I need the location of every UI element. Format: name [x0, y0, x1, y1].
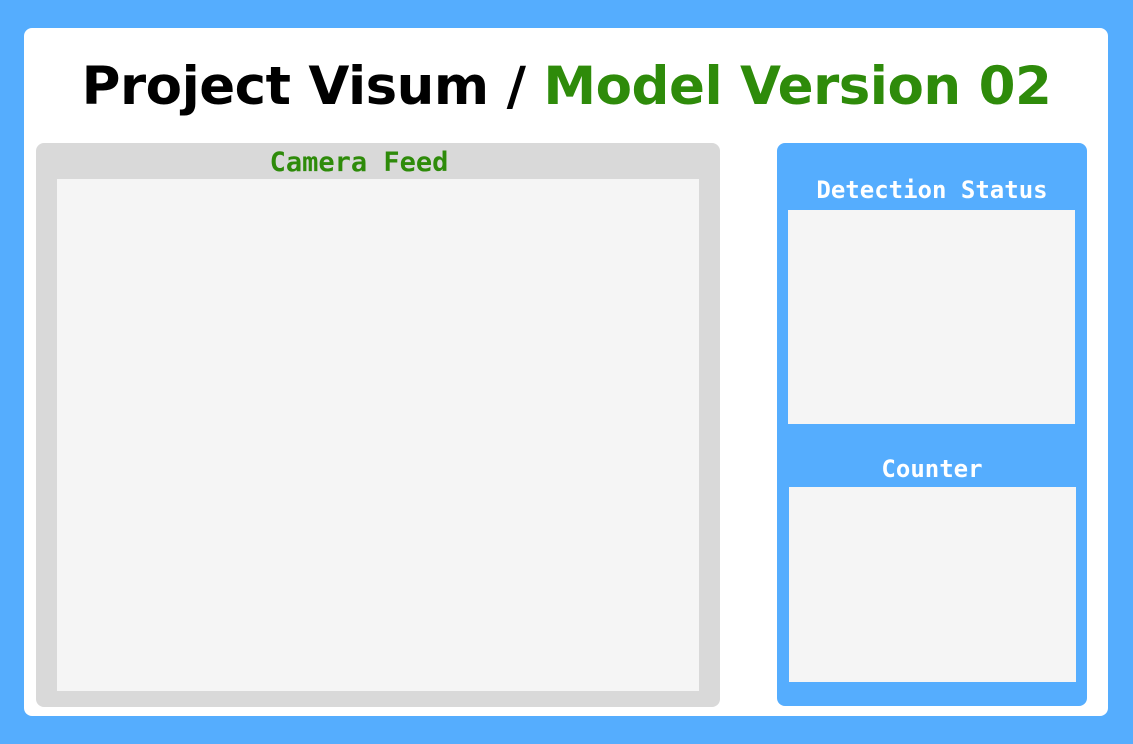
page-title: Project Visum / Model Version 02 [0, 50, 1133, 124]
camera-feed-viewport [57, 179, 699, 691]
model-version: Model Version 02 [543, 56, 1052, 117]
counter-display [789, 487, 1076, 682]
detection-status-display [788, 210, 1075, 424]
counter-label: Counter [881, 455, 983, 483]
camera-feed-label: Camera Feed [269, 147, 449, 178]
project-name: Project Visum / [81, 56, 526, 117]
detection-status-label: Detection Status [816, 176, 1048, 204]
